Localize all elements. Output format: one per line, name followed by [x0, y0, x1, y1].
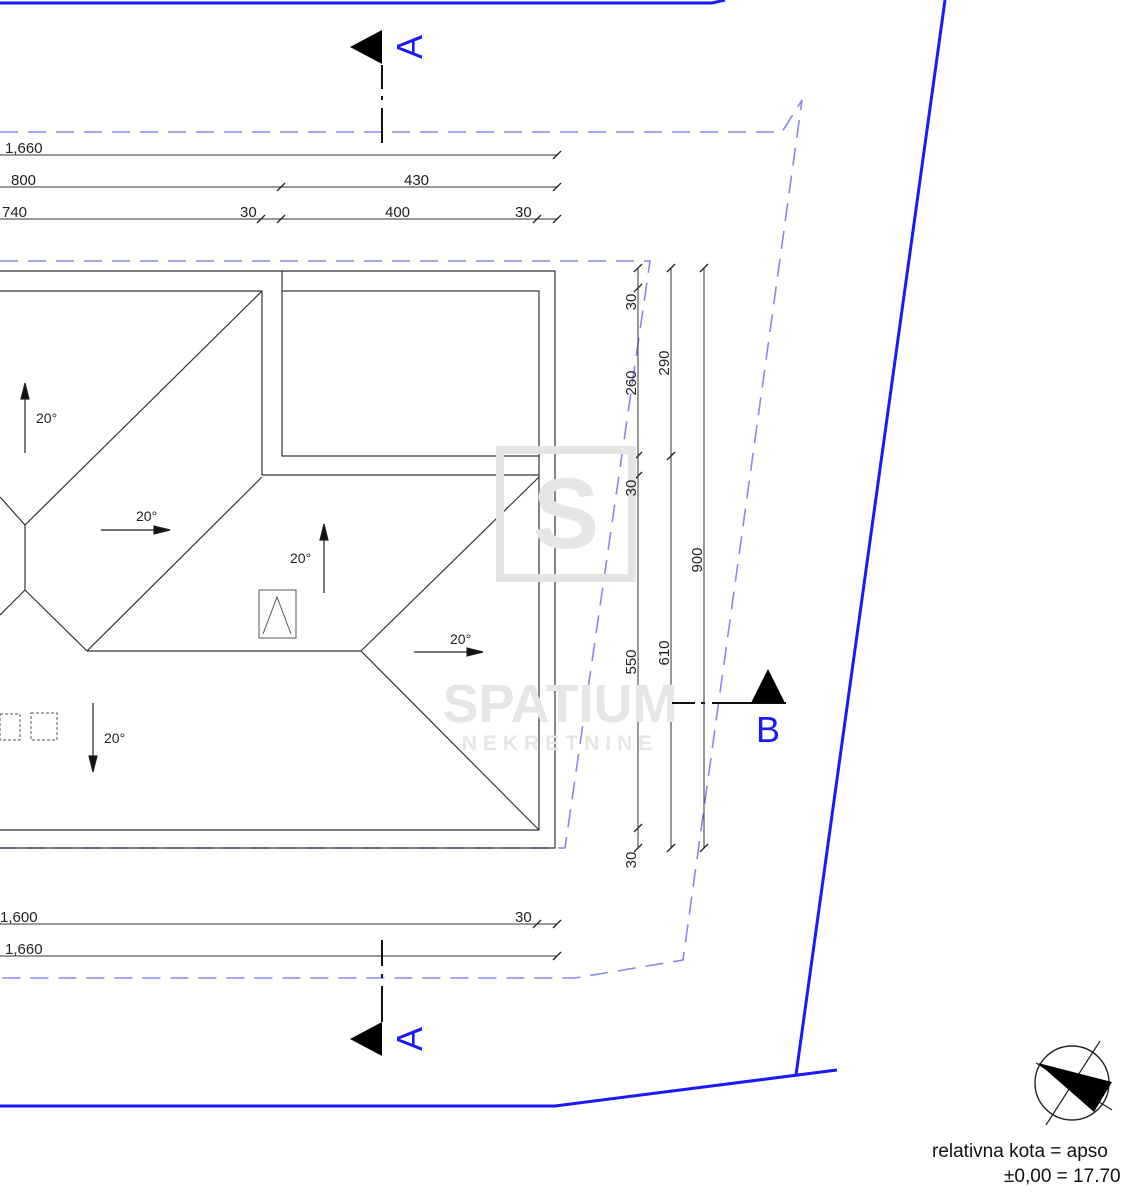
section-b-label: B: [756, 709, 780, 750]
section-a-bottom: A: [350, 940, 430, 1056]
svg-text:NEKRETNINE: NEKRETNINE: [462, 732, 659, 755]
slope-arrows: [20, 382, 484, 773]
roof-ridges: [0, 290, 540, 831]
section-a-bottom-label: A: [389, 1027, 430, 1051]
dim-top-row1-left: 1,660: [5, 140, 43, 157]
section-a-top: A: [350, 30, 430, 143]
dim-bottom-row1-left: 1,600: [0, 909, 38, 926]
dim-right-col3: 900: [689, 547, 706, 572]
skylight: [258, 589, 297, 639]
slope-label-4: 20°: [450, 631, 471, 647]
dim-top-row3-left: 740: [2, 204, 27, 221]
dashed-outlines: [0, 99, 803, 979]
dim-right-col2-b: 610: [656, 640, 673, 665]
dim-right-col1-a: 30: [623, 294, 640, 311]
building-outline: [0, 270, 556, 849]
dim-top-row3-mid: 400: [385, 204, 410, 221]
dim-right-col1-e: 30: [623, 852, 640, 869]
roof-openings: [0, 589, 297, 741]
plot-boundary: [0, 0, 947, 1108]
svg-text:S: S: [533, 458, 600, 570]
north-arrow-icon: [1034, 1040, 1113, 1126]
slope-label-2: 20°: [136, 508, 157, 524]
dim-top-row3-mid-b: 30: [515, 204, 532, 221]
vent-box-2: [30, 712, 58, 741]
slope-label-1: 20°: [36, 410, 57, 426]
section-a-top-label: A: [389, 35, 430, 59]
dim-top-row2-right: 430: [404, 172, 429, 189]
watermark: S SPATIUM NEKRETNINE: [443, 446, 678, 755]
elevation-note-line1: relativna kota = apso: [932, 1141, 1108, 1162]
dim-right-col2-a: 290: [656, 350, 673, 375]
slope-label-3: 20°: [290, 550, 311, 566]
dimension-lines: [0, 154, 705, 957]
dim-bottom-row1-right: 30: [515, 909, 532, 926]
section-b: B: [672, 669, 786, 750]
dimension-ticks: [256, 150, 709, 961]
vent-box-1: [0, 713, 21, 741]
dim-top-row3-mid-a: 30: [240, 204, 257, 221]
dim-right-col1-c: 30: [623, 480, 640, 497]
dim-right-col1-b: 260: [623, 370, 640, 395]
elevation-note-line2: ±0,00 = 17.70: [1004, 1166, 1121, 1187]
slope-label-5: 20°: [104, 730, 125, 746]
dim-top-row2-left: 800: [11, 172, 36, 189]
dim-right-col1-d: 550: [623, 649, 640, 674]
dim-bottom-row2-left: 1,660: [5, 941, 43, 958]
svg-text:SPATIUM: SPATIUM: [443, 674, 678, 734]
